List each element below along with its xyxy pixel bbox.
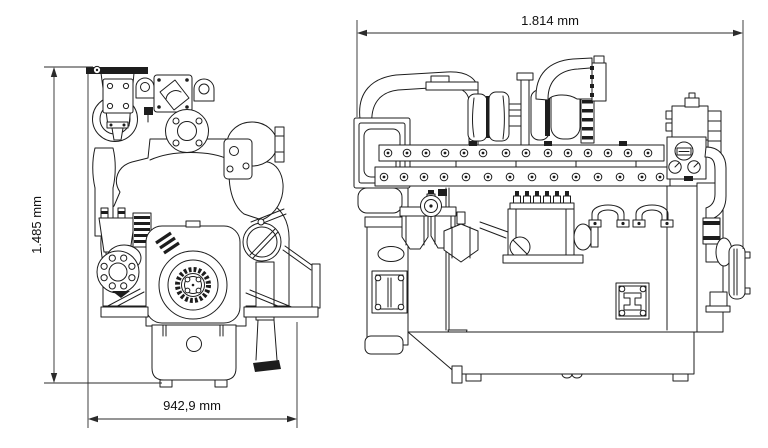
injection-pump	[438, 189, 599, 264]
turbocharger	[467, 72, 595, 148]
engine-mount-left	[100, 288, 149, 318]
oil-pan-side	[407, 329, 695, 384]
front-mount-bracket	[364, 216, 411, 355]
crankshaft-hub	[175, 267, 211, 303]
gear-housing	[665, 92, 722, 157]
rocker-rail-lower	[374, 160, 671, 187]
lifting-hooks	[588, 204, 674, 228]
dimension-overall-height: 1.485 mm	[29, 66, 162, 384]
height-dimension-label: 1.485 mm	[29, 196, 44, 254]
width-dimension-label: 942,9 mm	[163, 398, 221, 413]
front-view	[86, 65, 321, 388]
engine-mount-right	[243, 289, 319, 318]
rear-flange	[705, 237, 751, 313]
side-view	[353, 55, 751, 384]
instrument-panel	[666, 136, 707, 181]
dipstick-mast	[520, 78, 530, 148]
center-flange	[165, 109, 209, 153]
coolant-hose	[702, 146, 727, 263]
oil-pan-front	[151, 324, 237, 388]
top-plate	[144, 74, 193, 123]
flywheel-housing	[145, 220, 241, 324]
engine-mount-plate	[615, 282, 650, 320]
thermostat-dome	[223, 121, 285, 221]
heat-exchanger	[353, 117, 411, 214]
top-bar	[86, 67, 148, 74]
front-bracket	[86, 65, 148, 141]
length-dimension-label: 1.814 mm	[521, 13, 579, 28]
water-pump-flange	[96, 244, 142, 298]
exhaust-elbow	[535, 55, 607, 102]
dimension-overall-length: 1.814 mm	[356, 13, 744, 249]
dimension-overall-width: 942,9 mm	[87, 74, 298, 428]
exhaust-flange	[591, 62, 607, 102]
drain-plug	[186, 336, 202, 352]
rocker-rail-upper	[378, 141, 665, 162]
injectors	[513, 191, 571, 205]
rail-bolts	[379, 148, 665, 182]
exhaust-clamp	[242, 208, 287, 262]
lifting-eyes-front	[135, 77, 215, 102]
exhaust-pipe-front	[253, 245, 321, 372]
oil-filler-tube	[159, 79, 190, 111]
